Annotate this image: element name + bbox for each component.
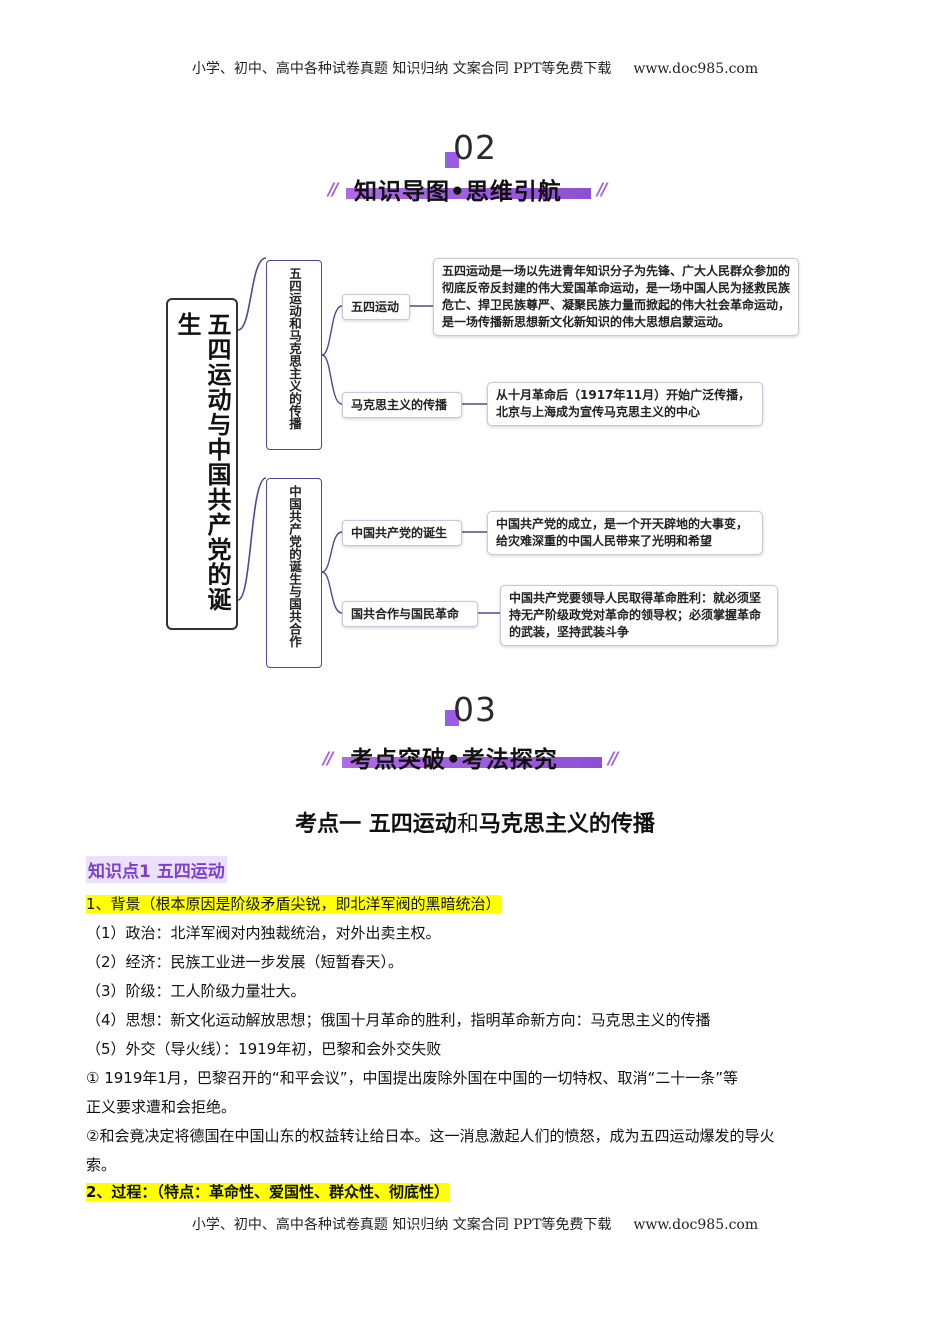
mindmap-note-ccp-birth: 中国共产党的成立，是一个开天辟地的大事变，给灾难深重的中国人民带来了光明和希望 xyxy=(487,511,763,555)
header-text: 小学、初中、高中各种试卷真题 知识归纳 文案合同 PPT等免费下载 xyxy=(191,61,612,77)
content-line-11: 2、过程：（特点：革命性、爱国性、群众性、彻底性） xyxy=(86,1181,449,1202)
right-slashes-icon-2: // xyxy=(608,749,619,769)
kaodian-he: 和 xyxy=(456,812,479,837)
mindmap-note-wusi: 五四运动是一场以先进青年知识分子为先锋、广大人民群众参加的彻底反帝反封建的伟大爱… xyxy=(433,258,799,336)
highlight-background: 1、背景（根本原因是阶级矛盾尖锐，即北洋军阀的黑暗统治） xyxy=(86,895,501,913)
content-line-8: 正义要求遭和会拒绝。 xyxy=(86,1098,237,1116)
kaodian-title: 考点一 五四运动和马克思主义的传播 xyxy=(0,806,950,838)
section-number: 02 xyxy=(453,128,497,167)
mindmap-leaf-ccp-birth: 中国共产党的诞生 xyxy=(342,520,462,546)
mindmap-root: 五四运动与中国共产党的诞生 xyxy=(166,298,238,630)
content-line-5: （4）思想：新文化运动解放思想；俄国十月革命的胜利，指明革命新方向：马克思主义的… xyxy=(86,1011,711,1029)
section-number-2: 03 xyxy=(453,690,497,729)
content-line-7: ① 1919年1月，巴黎召开的“和平会议”，中国提出废除外国在中国的一切特权、取… xyxy=(86,1069,739,1087)
left-slashes-icon: // xyxy=(328,180,339,200)
mindmap-branch-2-label: 中国共产党的诞生与国共合作 xyxy=(287,485,302,648)
mindmap-leaf-marxism: 马克思主义的传播 xyxy=(342,392,462,418)
mindmap-branch-1-label: 五四运动和马克思主义的传播 xyxy=(287,267,302,430)
content-line-1: 1、背景（根本原因是阶级矛盾尖锐，即北洋军阀的黑暗统治） xyxy=(86,893,501,914)
page-footer: 小学、初中、高中各种试卷真题 知识归纳 文案合同 PPT等免费下载 www.doc… xyxy=(0,1214,950,1234)
left-slashes-icon-2: // xyxy=(323,749,334,769)
knowledge-point-heading: 知识点1 五四运动 xyxy=(86,856,227,883)
mindmap-branch-1: 五四运动和马克思主义的传播 xyxy=(266,260,322,450)
content-line-10: 索。 xyxy=(86,1156,117,1174)
content-line-9: ②和会竟决定将德国在中国山东的权益转让给日本。这一消息激起人们的愤怒，成为五四运… xyxy=(86,1127,775,1145)
title-underline-band-2 xyxy=(342,757,602,768)
highlight-background-2: 2、过程：（特点：革命性、爱国性、群众性、彻底性） xyxy=(86,1183,449,1201)
kaodian-prefix: 考点一 五四运动 xyxy=(295,812,457,837)
mindmap-note-marxism: 从十月革命后（1917年11月）开始广泛传播，北京与上海成为宣传马克思主义的中心 xyxy=(487,382,763,426)
section-title-2: 考点突破•考法探究 xyxy=(350,747,558,773)
section-number-marker-2 xyxy=(445,710,459,726)
page-header: 小学、初中、高中各种试卷真题 知识归纳 文案合同 PPT等免费下载 www.doc… xyxy=(0,58,950,78)
content-line-2: （1）政治：北洋军阀对内独裁统治，对外出卖主权。 xyxy=(86,924,441,942)
title-underline-band xyxy=(346,188,591,199)
header-url[interactable]: www.doc985.com xyxy=(633,61,759,77)
content-line-4: （3）阶级：工人阶级力量壮大。 xyxy=(86,982,306,1000)
right-slashes-icon: // xyxy=(597,180,608,200)
section-number-marker xyxy=(445,152,459,168)
content-line-6: （5）外交（导火线）：1919年初，巴黎和会外交失败 xyxy=(86,1040,442,1058)
footer-url[interactable]: www.doc985.com xyxy=(633,1217,759,1233)
content-line-3: （2）经济：民族工业进一步发展（短暂春天）。 xyxy=(86,953,404,971)
mindmap-leaf-kmt-ccp: 国共合作与国民革命 xyxy=(342,601,478,627)
mindmap-leaf-wusi: 五四运动 xyxy=(342,294,410,320)
kaodian-suffix: 马克思主义的传播 xyxy=(478,812,655,837)
mindmap-branch-2: 中国共产党的诞生与国共合作 xyxy=(266,478,322,668)
mindmap-note-kmt-ccp: 中国共产党要领导人民取得革命胜利：就必须坚持无产阶级政党对革命的领导权；必须掌握… xyxy=(500,585,778,646)
section-title: 知识导图•思维引航 xyxy=(354,179,562,205)
footer-text: 小学、初中、高中各种试卷真题 知识归纳 文案合同 PPT等免费下载 xyxy=(191,1217,612,1233)
mindmap-root-label: 五四运动与中国共产党的诞生 xyxy=(173,312,231,612)
